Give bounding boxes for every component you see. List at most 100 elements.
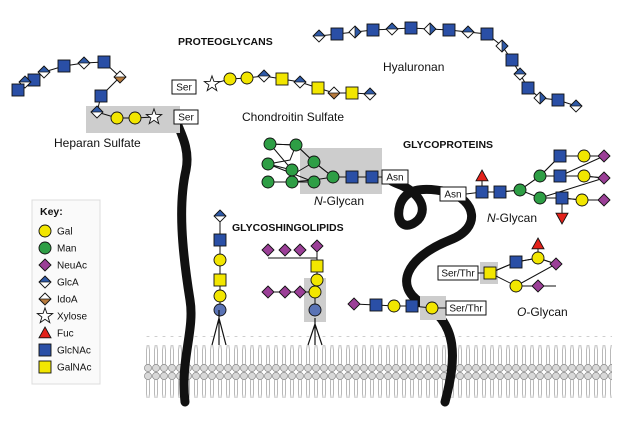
nglycan-right-man-icon xyxy=(533,191,547,205)
heparan-idoa-icon xyxy=(113,70,127,84)
legend-item: Fuc xyxy=(38,326,74,340)
gsl2-ceramide xyxy=(307,318,323,346)
legend-fuc-icon xyxy=(38,326,52,339)
serthr-box-top: Ser/Thr xyxy=(437,265,479,281)
nglycan-right-man-icon xyxy=(513,183,527,197)
hyaluronan-glcaR-icon xyxy=(423,22,437,36)
legend-xylose-icon xyxy=(36,306,54,324)
hyaluronan-glcnac-icon xyxy=(404,21,418,35)
heparan-glca-icon xyxy=(77,56,91,70)
chondroitin-gal-icon xyxy=(240,71,254,85)
nglycan-right-fuc-icon xyxy=(555,212,569,225)
legend-label: Gal xyxy=(57,227,73,238)
chondroitin-glca-icon xyxy=(363,87,377,101)
gsl1-glcnac-icon xyxy=(213,233,227,247)
chondroitin-xyl-icon xyxy=(203,74,221,92)
hyaluronan-glca-icon xyxy=(461,25,475,39)
nglycan-right-gal-icon xyxy=(575,193,589,207)
nglycan-left-man-icon xyxy=(307,155,321,169)
oglycan-bottom-glcnac-icon xyxy=(405,299,419,313)
chondroitin-galnac-icon xyxy=(345,86,359,100)
nglycan-right-glcnac-icon xyxy=(475,185,489,199)
gsl2-neuac-icon xyxy=(293,243,307,257)
hyaluronan-glcaR-icon xyxy=(533,91,547,105)
legend-item: GlcNAc xyxy=(38,343,91,357)
asn-label: Asn xyxy=(444,190,461,201)
legend-label: GalNAc xyxy=(57,363,91,374)
heparan-glcnac-icon xyxy=(11,83,25,97)
glycan-residues xyxy=(11,21,611,317)
hyaluronan-glcnac-icon xyxy=(442,23,456,37)
hyaluronan-glca-icon xyxy=(513,67,527,81)
chondroitin-galnac-icon xyxy=(311,81,325,95)
nglycan-right-gal-icon xyxy=(577,149,591,163)
nglycan-left-man-icon xyxy=(326,170,340,184)
nglycan-left-man-icon xyxy=(261,157,275,171)
oglycan-top-galnac-icon xyxy=(483,266,497,280)
oglycan-top-neuac-icon xyxy=(549,257,563,271)
hyaluronan-glcaR-icon xyxy=(348,25,362,39)
nglycan-right-neuac-icon xyxy=(597,193,611,207)
gsl2-gsl-icon xyxy=(308,303,322,317)
oglycan-bottom-neuac-icon xyxy=(347,297,361,311)
gsl2-neuac-icon xyxy=(293,285,307,299)
legend-label: Xylose xyxy=(57,312,87,323)
nglycan-right-man-icon xyxy=(533,169,547,183)
chondroitin-gal-icon xyxy=(223,72,237,86)
hyaluronan-glcnac-icon xyxy=(366,23,380,37)
chondroitin-glca-icon xyxy=(293,75,307,89)
asn-box-right: Asn xyxy=(439,186,467,202)
oglycan-top-neuac-icon xyxy=(531,279,545,293)
gsl2-neuac-icon xyxy=(261,285,275,299)
proteoglycans-title: PROTEOGLYCANS xyxy=(178,36,273,48)
chondroitin-idoa-icon xyxy=(327,86,341,100)
hyaluronan-glcnac-icon xyxy=(521,81,535,95)
nglycan-left-glcnac-icon xyxy=(365,170,379,184)
legend-title: Key: xyxy=(40,206,63,218)
oglycan-top-fuc-icon xyxy=(531,237,545,250)
nglycan-left-man-icon xyxy=(289,138,303,152)
heparan-glcnac-icon xyxy=(27,73,41,87)
nglycan-right-glcnac-icon xyxy=(553,169,567,183)
legend-item: IdoA xyxy=(38,292,78,306)
legend-man-icon xyxy=(38,241,52,255)
legend-item: GlcA xyxy=(38,275,79,289)
hyaluronan-glcnac-icon xyxy=(480,27,494,41)
legend-label: GlcA xyxy=(57,278,79,289)
chondroitin-galnac-icon xyxy=(275,72,289,86)
nglycan-left-man-icon xyxy=(285,163,299,177)
legend-item: Xylose xyxy=(36,306,87,324)
legend-label: Fuc xyxy=(57,329,74,340)
nglycan-right-fuc-icon xyxy=(475,169,489,182)
legend-label: NeuAc xyxy=(57,261,87,272)
heparan-glca-icon xyxy=(18,75,32,89)
legend-label: GlcNAc xyxy=(57,346,91,357)
asn-label: Asn xyxy=(386,173,403,184)
legend-gal-icon xyxy=(38,224,52,238)
hyaluronan-glcnac-icon xyxy=(505,53,519,67)
legend-item: Man xyxy=(38,241,76,255)
gsl1-ceramide xyxy=(211,310,227,346)
nglycan-right-glcnac-icon xyxy=(493,185,507,199)
oglycan-bottom-gal-icon xyxy=(387,299,401,313)
ser-box-chondroitin: Ser xyxy=(171,79,197,95)
gsl2-gal-icon xyxy=(308,285,322,299)
gsl1-glca-icon xyxy=(213,209,227,223)
legend-item: Gal xyxy=(38,224,73,238)
glycosphingolipids-title: GLYCOSHINGOLIPIDS xyxy=(232,222,344,234)
legend-item: GalNAc xyxy=(38,360,91,374)
oglycan-top-gal-icon xyxy=(531,251,545,265)
oglycan-bottom-glcnac-icon xyxy=(369,298,383,312)
nglycan-left-man-icon xyxy=(261,175,275,189)
nglycan-left-glcnac-icon xyxy=(345,170,359,184)
heparan-glcnac-icon xyxy=(57,59,71,73)
nglycan-right-gal-icon xyxy=(577,169,591,183)
heparan-glca-icon xyxy=(90,105,104,119)
gsl2-neuac-icon xyxy=(278,285,292,299)
heparan-gal-icon xyxy=(128,111,142,125)
asn-box-left: Asn xyxy=(381,169,409,185)
hyaluronan-glcnac-icon xyxy=(330,27,344,41)
chondroitin-glca-icon xyxy=(257,69,271,83)
